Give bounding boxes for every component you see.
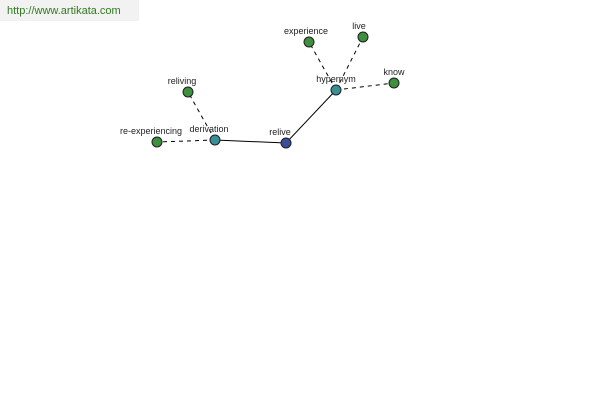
- edge-hypernym-know: [335, 82, 395, 91]
- node-know[interactable]: [388, 77, 400, 89]
- edge-relive-derivation: [214, 139, 287, 144]
- node-relive[interactable]: [280, 137, 292, 149]
- node-hypernym[interactable]: [330, 84, 342, 96]
- source-banner: http://www.artikata.com: [0, 0, 139, 21]
- edge-hypernym-live: [335, 36, 364, 91]
- node-label-relive[interactable]: relive: [269, 127, 291, 137]
- node-experience[interactable]: [303, 36, 315, 48]
- node-derivation[interactable]: [209, 134, 221, 146]
- source-link[interactable]: http://www.artikata.com: [7, 5, 121, 17]
- node-label-experience[interactable]: experience: [284, 26, 328, 36]
- edge-derivation-re-experiencing: [156, 139, 216, 143]
- edge-derivation-reliving: [187, 91, 216, 141]
- node-label-reliving[interactable]: reliving: [168, 76, 197, 86]
- node-reliving[interactable]: [182, 86, 194, 98]
- node-label-live[interactable]: live: [352, 21, 366, 31]
- node-layer: [151, 31, 400, 149]
- edge-layer: [156, 36, 395, 144]
- node-live[interactable]: [357, 31, 369, 43]
- node-label-derivation[interactable]: derivation: [189, 124, 228, 134]
- node-label-hypernym[interactable]: hypernym: [316, 74, 356, 84]
- label-layer: relive hypernym derivation experience live kn…: [120, 21, 405, 137]
- node-label-re-experiencing[interactable]: re-experiencing: [120, 126, 182, 136]
- edge-relive-hypernym: [285, 89, 337, 144]
- edge-hypernym-experience: [308, 41, 337, 91]
- node-re-experiencing[interactable]: [151, 136, 163, 148]
- node-label-know[interactable]: know: [383, 67, 405, 77]
